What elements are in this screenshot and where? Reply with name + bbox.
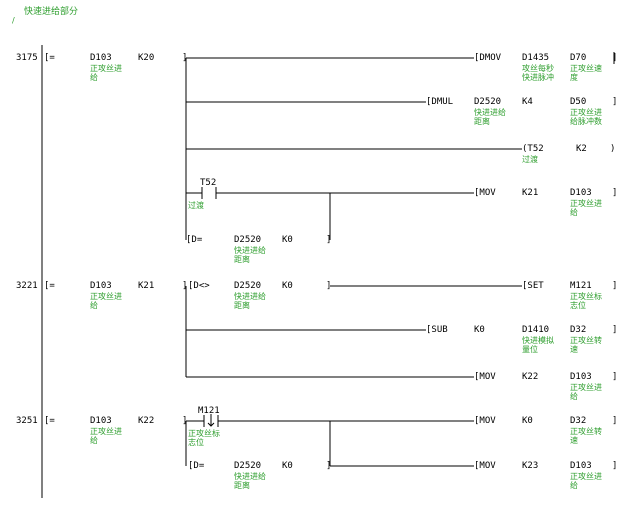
rung1-row4-p2: D103: [570, 188, 592, 198]
rung3-row1-instr: [MOV: [474, 416, 496, 426]
rung1-compare-a-note: 正攻丝进 给: [90, 64, 122, 82]
rung2-row2-p2: D1410: [522, 325, 550, 335]
rung3-row1-end: ]: [612, 416, 618, 426]
rung1-row5-p1-note: 快进进给 距离: [234, 246, 266, 264]
rung2-row2-p1: K0: [474, 325, 485, 335]
rung2-row2-p2-note: 快进模拟 量位: [522, 336, 554, 354]
rung2-row1-p3-note: 正攻丝标 志位: [570, 292, 602, 310]
rung3-compare-b: K22: [138, 416, 155, 426]
rung1-row3-end: ): [610, 144, 616, 154]
rung1-row4-end: ]: [612, 188, 618, 198]
rung3-row2-p4-note: 正攻丝进 给: [570, 472, 602, 490]
rung1-row4-p2-note: 正攻丝进 给: [570, 199, 602, 217]
rung1-compare-b: K20: [138, 53, 155, 63]
rung3-row1-p2-note: 正攻丝转 速: [570, 427, 602, 445]
rung2-row3-end: ]: [612, 372, 618, 382]
rung3-row2-p4: D103: [570, 461, 592, 471]
rung1-compare-close: ]: [182, 53, 188, 63]
rung1-compare-op: [=: [44, 53, 55, 63]
rung2-row1-instr: [SET: [522, 281, 544, 291]
rung3-row1-contact: M121: [198, 406, 220, 416]
rung3-row2-end: ]: [612, 461, 618, 471]
rung2-row1-p1-note: 快进进给 距离: [234, 292, 266, 310]
rung1-row1-p1-note: 攻丝每秒 快进脉冲: [522, 64, 554, 82]
rung1-compare-a: D103: [90, 53, 112, 63]
rung1-row2-end: ]: [612, 97, 618, 107]
rung3-row2-p1-note: 快进进给 距离: [234, 472, 266, 490]
rung1-row1-p2-note: 正攻丝速 度: [570, 64, 602, 82]
rung1-row5-p1: D2520: [234, 235, 262, 245]
rung2-compare-a: D103: [90, 281, 112, 291]
rung2-row2-p3-note: 正攻丝转 速: [570, 336, 602, 354]
rung1-row4-instr: [MOV: [474, 188, 496, 198]
rung2-row3-instr: [MOV: [474, 372, 496, 382]
rung1-row2-p3-note: 正攻丝进 给脉冲数: [570, 108, 602, 126]
rung1-row3-instr: (T52: [522, 144, 544, 154]
rung1-row2-p1: D2520: [474, 97, 502, 107]
rung1-row3-p2: K2: [576, 144, 587, 154]
rung2-row2-instr: [SUB: [426, 325, 448, 335]
rung2-compare-a-note: 正攻丝进 给: [90, 292, 122, 310]
rung1-row2-instr: [DMUL: [426, 97, 454, 107]
rung2-row1-end: ]: [612, 281, 618, 291]
rung3-row2-cmp: [D=: [188, 461, 205, 471]
rung2-row3-p2: D103: [570, 372, 592, 382]
section-title: 快速进给部分: [24, 7, 79, 17]
section-mark: /: [12, 16, 15, 25]
rung3-step: 3251: [16, 416, 38, 426]
rung2-row1-p3: M121: [570, 281, 592, 291]
rung1-row3-instr-note: 过渡: [522, 155, 538, 164]
rung2-row1-p2: K0: [282, 281, 293, 291]
rung1-row2-p2: K4: [522, 97, 533, 107]
rung2-row2-p3: D32: [570, 325, 587, 335]
rung3-compare-a-note: 正攻丝进 给: [90, 427, 122, 445]
rung3-row1-contact-note: 正攻丝标 志位: [188, 429, 220, 447]
rung3-row2-p3: K23: [522, 461, 539, 471]
rung1-row4-p1: K21: [522, 188, 539, 198]
contact-m121-arrow: [207, 422, 215, 427]
rung3-row2-p2: K0: [282, 461, 293, 471]
rung3-row2-instr: [MOV: [474, 461, 496, 471]
rung2-compare-close: ]: [182, 281, 188, 291]
rung1-step: 3175: [16, 53, 38, 63]
rung2-row1-p1: D2520: [234, 281, 262, 291]
rung3-compare-a: D103: [90, 416, 112, 426]
rung1-row5-end: ]: [326, 235, 332, 245]
rung1-row1-end: ]: [612, 53, 618, 63]
rung1-row2-p3: D50: [570, 97, 587, 107]
rung3-row1-p1: K0: [522, 416, 533, 426]
rung1-row2-p1-note: 快进进给 距离: [474, 108, 506, 126]
rung2-compare-b: K21: [138, 281, 155, 291]
rung3-compare-op: [=: [44, 416, 55, 426]
rung3-compare-close: ]: [182, 416, 188, 426]
rung1-row5-p2: K0: [282, 235, 293, 245]
rung3-row2-p1: D2520: [234, 461, 262, 471]
rung1-row5-cmp: [D=: [186, 235, 203, 245]
rung2-row1-cmp: [D<>: [188, 281, 210, 291]
rung2-row1-cmp-close: ]: [326, 281, 332, 291]
rung1-row4-contact-note: 过渡: [188, 201, 204, 210]
rung1-row1-p2: D70: [570, 53, 587, 63]
rung3-row2-cmp-close: ]: [326, 461, 332, 471]
rung1-row1-instr: [DMOV: [474, 53, 502, 63]
rung3-row1-p2: D32: [570, 416, 587, 426]
rung2-row2-end: ]: [612, 325, 618, 335]
rung1-row4-contact: T52: [200, 178, 217, 188]
rung2-step: 3221: [16, 281, 38, 291]
rung2-row3-p1: K22: [522, 372, 539, 382]
rung2-compare-op: [=: [44, 281, 55, 291]
rung1-row1-p1: D1435: [522, 53, 550, 63]
rung2-row3-p2-note: 正攻丝进 给: [570, 383, 602, 401]
